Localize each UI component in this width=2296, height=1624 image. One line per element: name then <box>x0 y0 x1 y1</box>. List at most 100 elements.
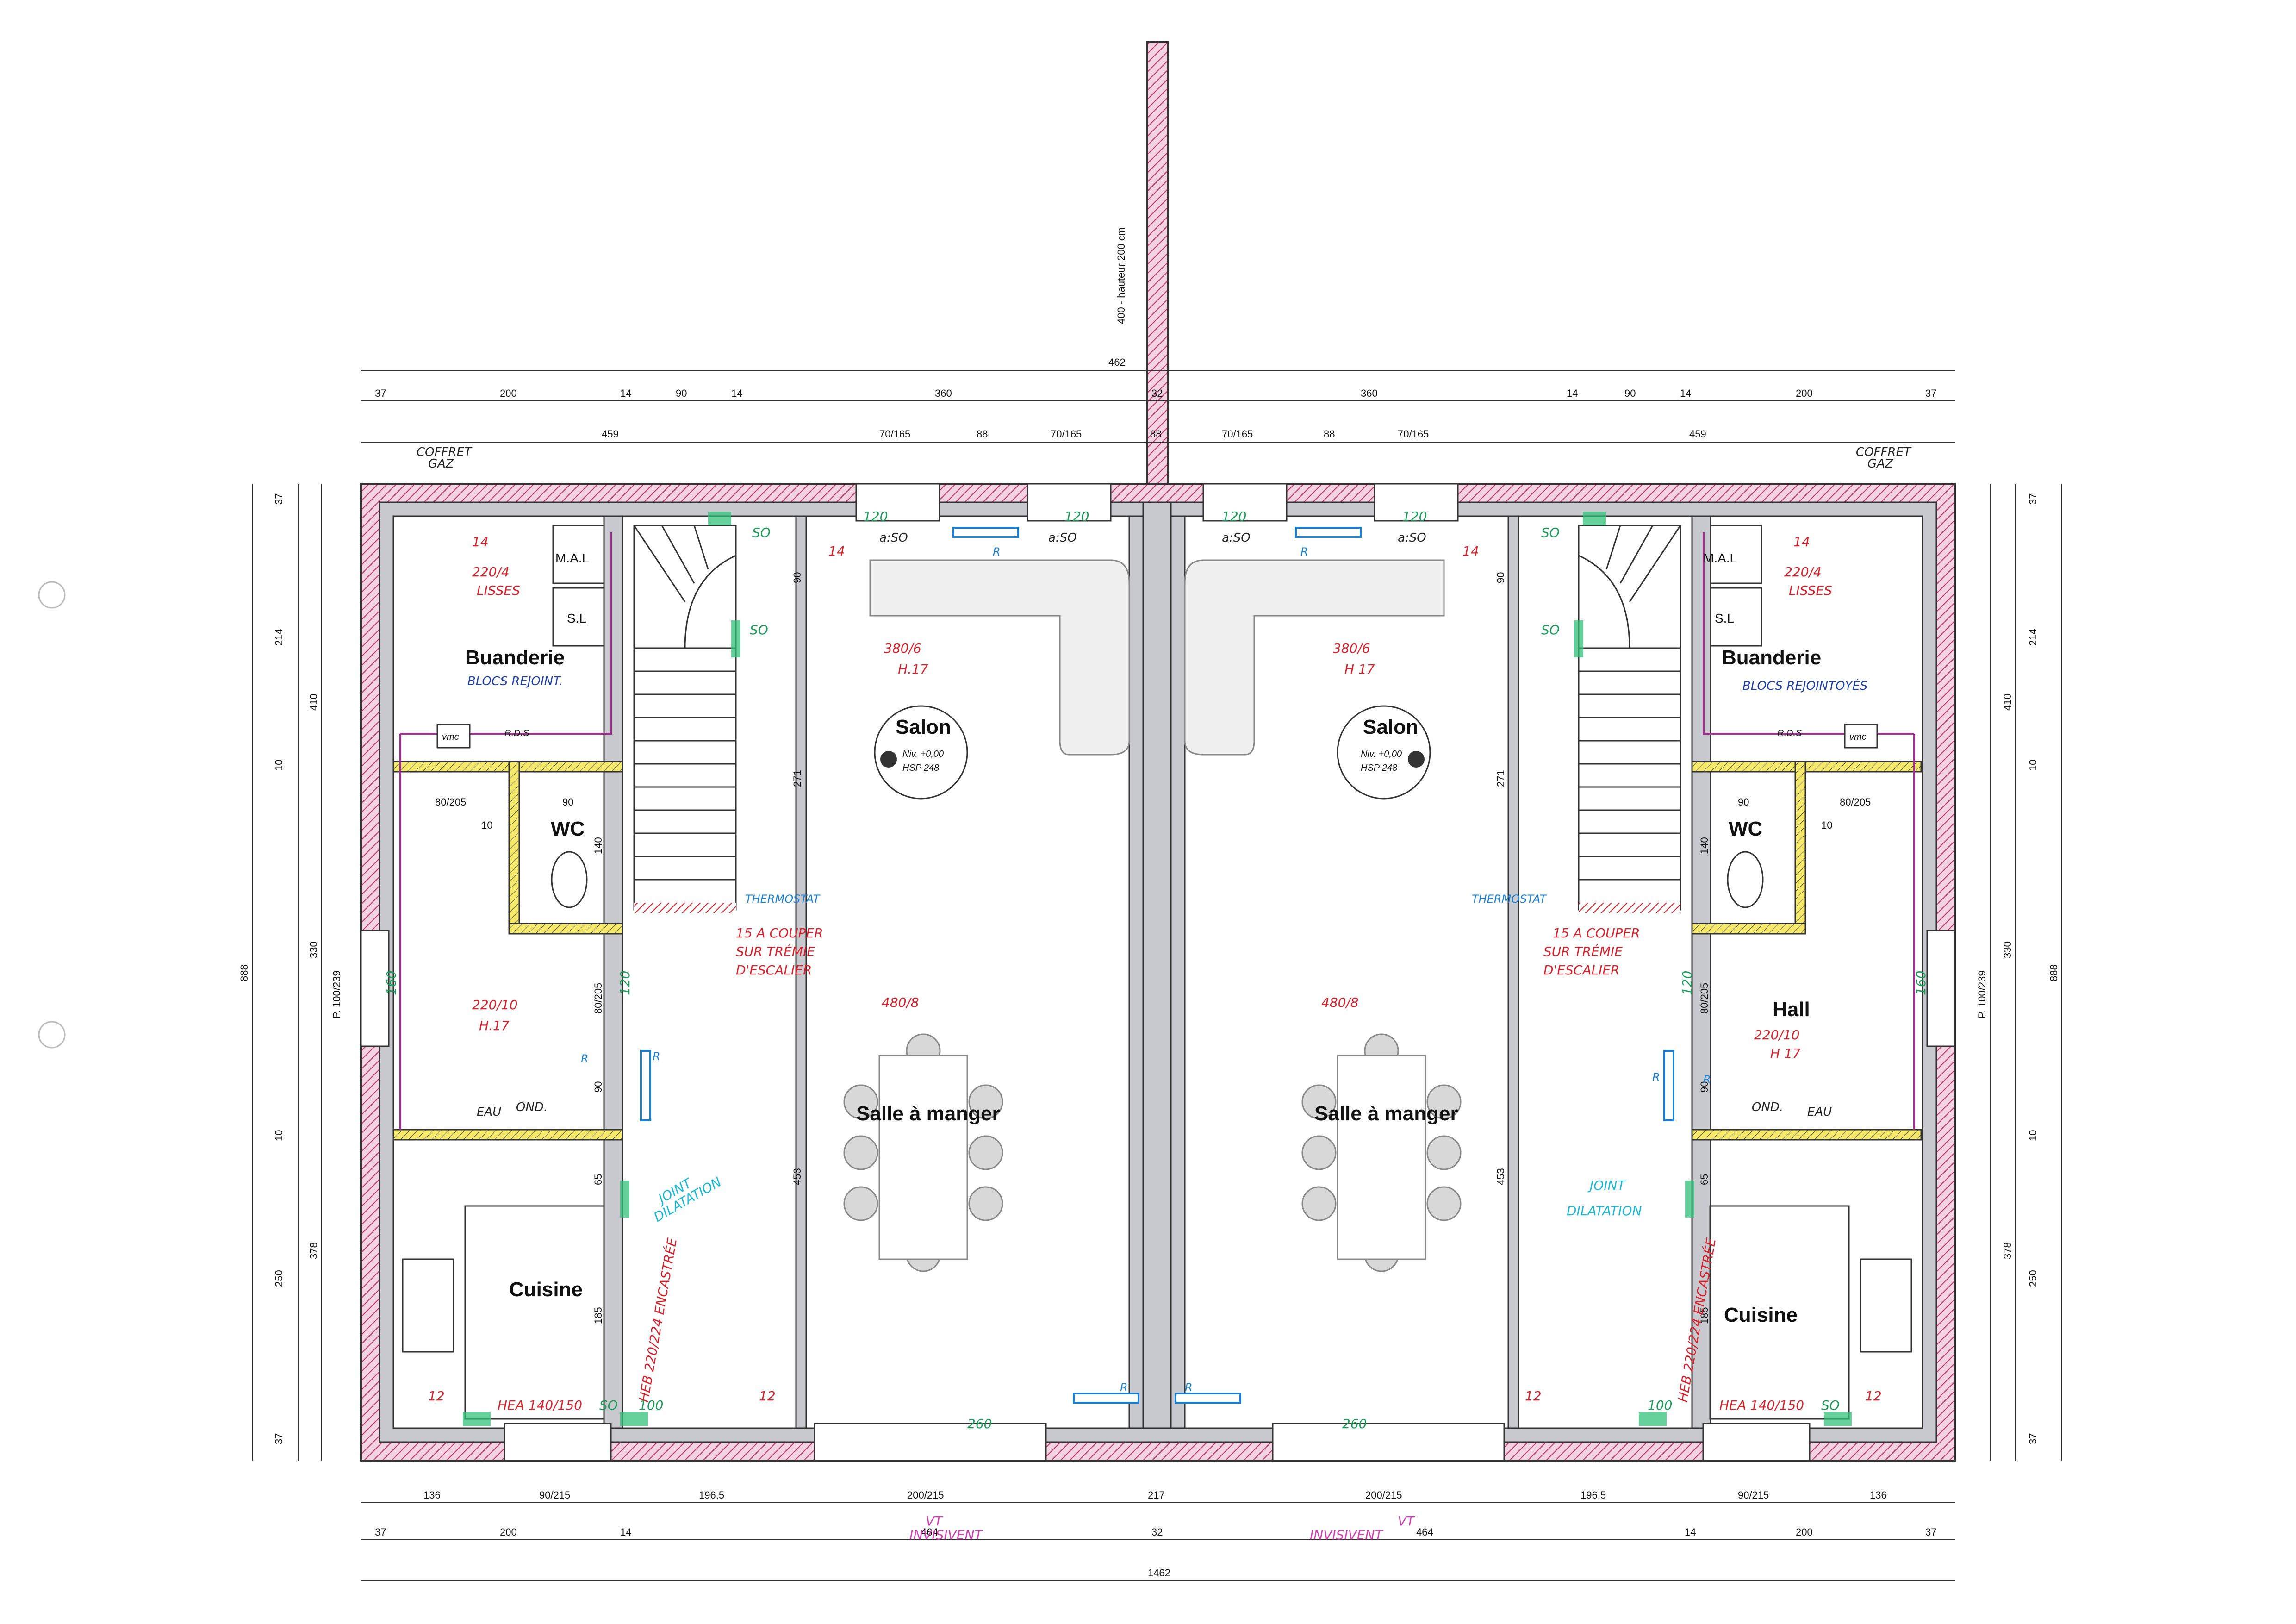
label-mal-right: M.A.L <box>1703 551 1737 565</box>
dim-bot-r2-2: 14 <box>620 1526 631 1538</box>
red-220-4-right: 220/4 <box>1784 564 1822 580</box>
vmc-box-right <box>1844 724 1878 749</box>
dim-right-outer: 888 <box>2048 964 2060 981</box>
n14-right-1: 14 <box>1793 534 1810 550</box>
couper2-left: SUR TRÉMIE <box>736 943 815 959</box>
binder-hole <box>38 1021 66 1049</box>
n260-right: 260 <box>1342 1416 1367 1431</box>
dim-int-door-left: 80/205 <box>435 796 466 808</box>
vt1-right: VT <box>1398 1513 1415 1529</box>
dim-top-r1-6: 32 <box>1151 387 1163 399</box>
window-label-right: P. 100/239 <box>1976 970 1988 1018</box>
dim-top-r1-10: 14 <box>1680 387 1691 399</box>
room-cuisine-right: Cuisine <box>1724 1304 1798 1326</box>
vt2-right: INVISIVENT <box>1310 1527 1383 1543</box>
dim-left-mid-2: 378 <box>308 1242 319 1259</box>
svg-text:HSP 248: HSP 248 <box>902 763 939 773</box>
kitchen-sink-right <box>1860 1258 1912 1353</box>
windows-bottom <box>504 1423 1811 1462</box>
window-label-left: P. 100/239 <box>331 970 342 1018</box>
dim-top-r1-7: 360 <box>1361 387 1378 399</box>
radiators <box>640 527 1674 1404</box>
dim-bot-r2-4: 32 <box>1151 1526 1163 1538</box>
dim-left-inner-3: 10 <box>273 1130 285 1141</box>
a50-w3: a:SO <box>1222 531 1251 545</box>
dim-int-453-right: 453 <box>1495 1168 1506 1185</box>
dim-int-w90-left: 90 <box>562 796 573 808</box>
dim-int-65-left: 65 <box>592 1174 604 1185</box>
rds-label-left: R.D.S <box>504 728 529 738</box>
sofa-right <box>1184 559 1445 756</box>
red-220-4-left: 220/4 <box>472 564 510 580</box>
interior-walls-right <box>1170 515 1922 1429</box>
gaz-left: GAZ <box>428 457 454 471</box>
label-sl-right: S.L <box>1715 611 1734 625</box>
n100-right: 100 <box>1648 1398 1672 1413</box>
dim-right-inner-0: 37 <box>2027 493 2039 505</box>
a50-w2: a:SO <box>1048 531 1077 545</box>
interior-walls-left <box>392 515 1144 1429</box>
staircase-left <box>633 525 737 913</box>
room-hall-right: Hall <box>1773 998 1810 1021</box>
chimney-wall <box>1146 41 1169 485</box>
n120-stairs-right: 120 <box>1680 971 1695 995</box>
dim-int-453-left: 453 <box>791 1168 803 1185</box>
dim-bot-r1-6: 196,5 <box>1580 1489 1606 1501</box>
dim-left-mid-0: 410 <box>308 693 319 711</box>
dim-int-w90-right: 90 <box>1738 796 1749 808</box>
r-right-3: R <box>1703 1073 1711 1086</box>
r-right-1: R <box>1300 545 1308 558</box>
dim-right-inner-4: 250 <box>2027 1270 2039 1287</box>
red-h17-salon-right: H 17 <box>1344 662 1375 677</box>
red-h17-hall-left: H.17 <box>479 1018 510 1033</box>
vmc-label-right: vmc <box>1849 732 1867 742</box>
dim-top-r1-3: 90 <box>676 387 687 399</box>
chimney-label: 400 - hauteur 200 cm <box>1115 227 1127 324</box>
n14-right-2: 14 <box>1462 543 1479 559</box>
dim-top-r2-0: 459 <box>602 428 619 440</box>
dim-left-inner-5: 37 <box>273 1433 285 1444</box>
laundry-left <box>552 525 605 647</box>
rds-label-right: R.D.S <box>1777 728 1802 738</box>
red-220-10-right: 220/10 <box>1754 1027 1800 1043</box>
dim-int-8020-right: 80/205 <box>1699 983 1710 1014</box>
room-wc-left: WC <box>551 818 585 840</box>
thermostat-right: THERMOSTAT <box>1472 893 1548 906</box>
label-sl-left: S.L <box>567 611 586 625</box>
dim-top-r1-11: 200 <box>1796 387 1813 399</box>
n14-left-1: 14 <box>472 534 489 550</box>
svg-text:HSP 248: HSP 248 <box>1361 763 1397 773</box>
n120-w2: 120 <box>1064 509 1089 524</box>
coffret-left: COFFRET <box>417 445 473 459</box>
r-left-4: R <box>1120 1381 1128 1394</box>
couper3-left: D'ESCALIER <box>736 962 812 978</box>
dim-int-271-left: 271 <box>791 770 803 787</box>
dim-top-r2-5: 70/165 <box>1222 428 1253 440</box>
binder-hole <box>38 581 66 609</box>
joint2-right: DILATATION <box>1567 1203 1642 1218</box>
dim-top-r2-3: 70/165 <box>1051 428 1082 440</box>
dim-left-mid-1: 330 <box>308 941 319 958</box>
so-right-2: SO <box>1541 622 1560 637</box>
eau-left: EAU <box>477 1105 501 1119</box>
dim-int-w10-right: 10 <box>1821 819 1832 831</box>
dim-bot-r1-4: 217 <box>1148 1489 1165 1501</box>
dim-int-90b-right: 90 <box>1699 1081 1710 1093</box>
a50-w4: a:SO <box>1398 531 1426 545</box>
hea-right: HEA 140/150 <box>1719 1398 1804 1413</box>
room-wc-right: WC <box>1729 818 1762 840</box>
red-380-6-right: 380/6 <box>1333 641 1370 656</box>
couper2-right: SUR TRÉMIE <box>1543 943 1623 959</box>
joint1-right: JOINT <box>1587 1178 1626 1193</box>
ond-right: OND. <box>1752 1100 1783 1114</box>
dim-bot-r2-7: 200 <box>1796 1526 1813 1538</box>
dim-bot-r1-2: 196,5 <box>699 1489 724 1501</box>
dining-table-left <box>843 1033 1003 1272</box>
n120-w4: 120 <box>1402 509 1427 524</box>
vmc-label-left: vmc <box>442 732 459 742</box>
dining-table-right <box>1301 1033 1462 1272</box>
dim-top-r2-8: 459 <box>1689 428 1706 440</box>
red-h17-hall-right: H 17 <box>1770 1046 1801 1061</box>
dim-right-mid-0: 410 <box>2002 693 2013 711</box>
